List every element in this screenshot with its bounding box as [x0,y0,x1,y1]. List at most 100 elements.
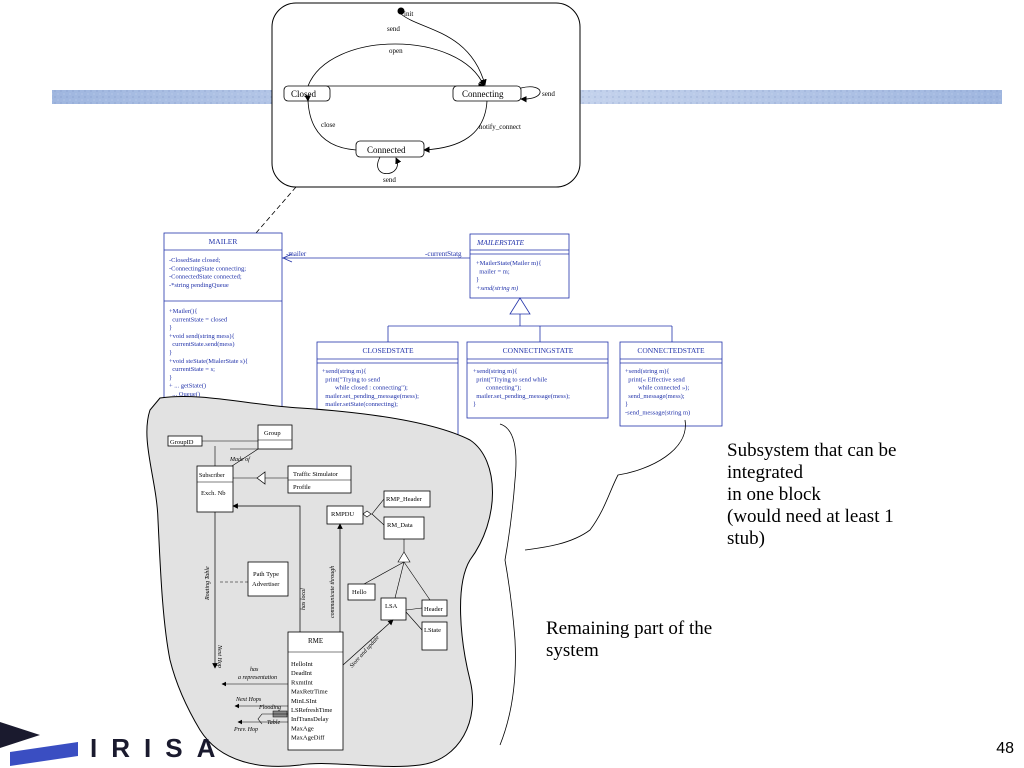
text-line: RxmtInt [291,679,313,686]
text-line: +send(string m){ [473,368,518,375]
inheritance-tree [387,297,673,342]
text-line: +void steState(MialerState s){ [169,358,248,365]
label-rme: RME [308,637,323,645]
label-made-of: Made of [229,456,251,463]
label-path-type: Path Type [253,571,279,578]
text-line: -ClosedSate closed; [169,257,221,264]
dashed-link [255,186,297,234]
pointer-curve [524,419,686,551]
box-path-type [247,561,289,597]
box-subscriber [196,465,234,513]
text-line: print("Trying to send [322,376,381,383]
text-line: mailer = m; [476,268,510,275]
text-line: MinLSInt [291,698,317,705]
text-line: currentState = s; [169,366,215,373]
label-next-hops: Next Hops [235,697,262,703]
label-traffic-simulator: Traffic Simulator [293,471,339,478]
label-advertiser: Advertiser [252,581,280,588]
text-line: mailer.set_pending_message(mess); [473,393,570,400]
page-number: 48 [996,740,1014,757]
class-mailer-title: MAILER [209,237,238,246]
text-line: while connected »); [625,385,689,392]
label-groupid: GroupID [170,439,194,446]
label-rmp-header: RMP_Header [386,496,423,503]
box-rme [287,631,344,751]
class-connectedstate-methods: +send(string m){ print(« Effective send … [625,368,690,417]
class-mailer-methods: +Mailer(){ currentState = closed}+void s… [169,308,248,398]
class-mailer-attributes: -ClosedSate closed;-ConnectingState conn… [169,257,246,289]
text-line: +MailerState(Mailer m){ [476,260,541,267]
box-hello [347,583,376,601]
transition-init-send: send [387,25,400,33]
box-traffic-simulator [287,465,352,494]
class-connectingstate: CONNECTINGSTATE +send(string m){ print("… [466,341,609,419]
text-line: mailer.setState(connecting); [322,401,398,408]
box-group [257,424,293,450]
label-table: Table [267,720,280,726]
text-line: LSRefreshTime [291,707,332,714]
label-communicate-through: communicate through [330,566,336,618]
text-line: } [169,350,172,357]
role-current-state: -currentStatg [425,250,462,258]
init-label: init [404,10,413,18]
caption-remaining: Remaining part of the system [546,618,713,661]
class-connectingstate-methods: +send(string m){ print("Trying to send w… [473,368,570,408]
text-line: MaxRetrTime [291,689,328,696]
text-line: InfTransDelay [291,716,329,723]
label-header: Header [424,606,444,613]
transition-connected-send: send [383,176,396,184]
text-line: } [473,401,476,408]
label-profile: Profile [293,484,311,491]
text-line: MaxAgeDiff [291,735,325,742]
state-connecting-label: Connecting [462,89,504,99]
text-line: MaxAge [291,725,314,732]
text-line: mailer.set_pending_message(mess); [322,393,419,400]
text-line: print(« Effective send [625,376,686,383]
text-line: currentState = closed [169,316,228,323]
text-line: +send(string m) [476,285,518,292]
text-line: -ConnectingState connecting; [169,265,246,272]
text-line: } [169,374,172,381]
class-mailerstate-methods: +MailerState(Mailer m){ mailer = m;}+sen… [476,260,541,292]
label-routing-table: Routing Table [205,566,211,601]
class-closedstate-title: CLOSEDSTATE [362,346,413,355]
transition-open: open [389,47,403,55]
brace-subsystem [499,423,517,746]
label-next-hop: Next Hop [216,644,222,668]
initial-state-dot [397,7,405,15]
transition-close: close [321,121,335,129]
transition-self-send: send [542,90,555,98]
irisa-logo-text: IRISA [90,733,230,763]
transition-notify: notify_connect [479,123,521,131]
text-line: +send(string m){ [322,368,367,375]
remaining-system-blob: Group GroupID Made of Subscriber Exch. N… [146,395,493,767]
text-line: -send_message(string m) [625,410,690,417]
text-line: while closed : connecting"); [322,385,408,392]
label-group: Group [264,430,281,437]
text-line: +Mailer(){ [169,308,197,315]
label-exch-nb: Exch. Nb [201,490,226,497]
text-line: -ConnectedState connected; [169,274,242,281]
class-mailerstate: MAILERSTATE +MailerState(Mailer m){ mail… [469,233,570,299]
class-connectedstate-title: CONNECTEDSTATE [637,346,705,355]
text-line: connecting"); [473,385,521,392]
label-has-local: has local [301,588,307,610]
text-line: DeadInt [291,670,312,677]
text-line: + ... getState() [169,383,206,390]
class-connectedstate: CONNECTEDSTATE +send(string m){ print(« … [619,341,723,427]
label-lsa: LSA [385,603,398,610]
text-line: HelloInt [291,661,313,668]
text-line: ... Queue() [169,391,200,398]
text-line: +void send(string mess){ [169,333,235,340]
class-connectingstate-title: CONNECTINGSTATE [503,346,574,355]
text-line: currentState.send(mess) [169,341,235,348]
label-lstate: LState [424,627,441,634]
caption-subsystem: Subsystem that can be integrated in one … [727,440,897,549]
text-line: } [169,325,172,332]
text-line: } [476,277,479,284]
label-flooding: Flooding [258,705,281,711]
box-rmpdu [326,505,364,525]
text-line: } [625,401,628,408]
state-machine: init send open Closed Connecting send cl… [271,2,581,188]
